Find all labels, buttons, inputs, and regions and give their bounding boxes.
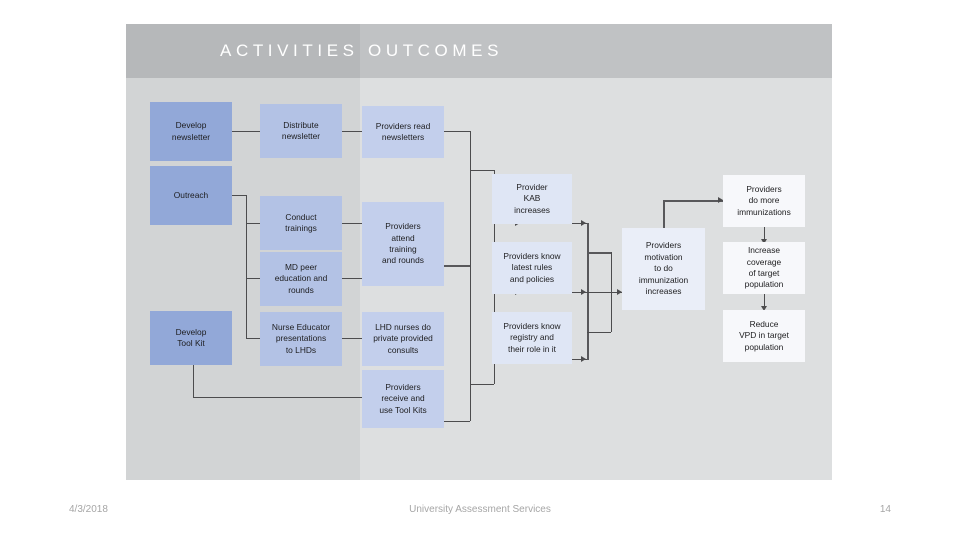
connector-mdpeer-to-attend: [342, 278, 366, 279]
box-providers-use-tool-kits[interactable]: Providers receive and use Tool Kits: [362, 370, 444, 428]
box-develop-tool-kit[interactable]: Develop Tool Kit: [150, 311, 232, 365]
box-lhd-nurses-consults[interactable]: LHD nurses do private provided consults: [362, 312, 444, 366]
box-nurse-educator-presentations[interactable]: Nurse Educator presentations to LHDs: [260, 312, 342, 366]
box-providers-know-registry[interactable]: Providers know registry and their role i…: [492, 312, 572, 364]
box-develop-newsletter[interactable]: Develop newsletter: [150, 102, 232, 161]
connector-toolkit-across: [193, 397, 375, 398]
connector-outreach-stub: [232, 195, 246, 196]
connector-attend-to-railA: [444, 265, 470, 267]
arrowhead-coverage-to-vpd: [761, 306, 767, 311]
connector-railA-vertical: [470, 131, 471, 421]
footer-organization: University Assessment Services: [409, 504, 551, 515]
arrowhead-motivation-to-immunizations: [718, 197, 723, 203]
logic-model-diagram: ACTIVITIES OUTCOMES: [126, 24, 832, 480]
arrowhead-rules-to-railC: [581, 289, 586, 295]
connector-railD-to-motivation: [587, 292, 622, 293]
connector-conduct-to-attend: [342, 223, 366, 224]
outcomes-header-band: [360, 24, 832, 78]
connector-railC-vertical: [587, 223, 589, 360]
box-providers-motivation[interactable]: Providers motivation to do immunization …: [622, 228, 705, 310]
connector-outreach-rail: [246, 195, 247, 338]
connector-motivation-up: [663, 200, 665, 228]
connector-rules-to-railC: [572, 292, 587, 293]
connector-registry-to-railC: [572, 359, 587, 360]
box-provider-kab-increases[interactable]: Provider KAB increases: [492, 174, 572, 224]
connector-railA-to-railB-bottom: [470, 384, 494, 385]
connector-read-to-railA: [444, 131, 470, 132]
box-providers-know-rules[interactable]: Providers know latest rules and policies: [492, 242, 572, 294]
box-md-peer-education[interactable]: MD peer education and rounds: [260, 252, 342, 306]
connector-outreach-to-conduct: [246, 223, 261, 224]
box-outreach[interactable]: Outreach: [150, 166, 232, 225]
connector-outreach-to-mdpeer: [246, 278, 261, 279]
box-increase-coverage[interactable]: Increase coverage of target population: [723, 242, 805, 294]
activities-header-label: ACTIVITIES: [220, 41, 359, 60]
box-providers-attend-training[interactable]: Providers attend training and rounds: [362, 202, 444, 286]
box-conduct-trainings[interactable]: Conduct trainings: [260, 196, 342, 250]
arrowhead-registry-to-railC: [581, 356, 586, 362]
connector-motivation-across: [663, 200, 723, 202]
connector-railA-to-railB-top: [470, 170, 494, 171]
connector-distribute-to-read: [342, 131, 366, 132]
arrowhead-immunizations-to-coverage: [761, 239, 767, 244]
connector-immunizations-to-coverage: [764, 227, 765, 241]
connector-coverage-to-vpd: [764, 294, 765, 308]
box-providers-read-newsletters[interactable]: Providers read newsletters: [362, 106, 444, 158]
activities-header-band: [126, 24, 360, 78]
connector-toolkit-down: [193, 365, 194, 397]
connector-nurse-to-lhd: [342, 338, 366, 339]
box-providers-do-more-immunizations[interactable]: Providers do more immunizations: [723, 175, 805, 227]
connector-railC-to-railD-top: [587, 252, 611, 254]
box-distribute-newsletter[interactable]: Distribute newsletter: [260, 104, 342, 158]
connector-kab-to-railC: [572, 223, 587, 224]
arrowhead-railD-to-motivation: [617, 289, 622, 295]
connector-railC-to-railD-bottom: [587, 332, 611, 333]
connector-usetoolkits-to-railA: [444, 421, 470, 422]
footer-page-number: 14: [879, 504, 891, 515]
arrowhead-kab-to-railC: [581, 220, 586, 226]
connector-outreach-to-nurse: [246, 338, 261, 339]
box-reduce-vpd[interactable]: Reduce VPD in target population: [723, 310, 805, 362]
outcomes-header-label: OUTCOMES: [368, 41, 504, 60]
footer-date: 4/3/2018: [69, 504, 108, 515]
connector-develop-to-distribute: [232, 131, 261, 132]
slide-footer: 4/3/2018 University Assessment Services …: [0, 504, 960, 528]
